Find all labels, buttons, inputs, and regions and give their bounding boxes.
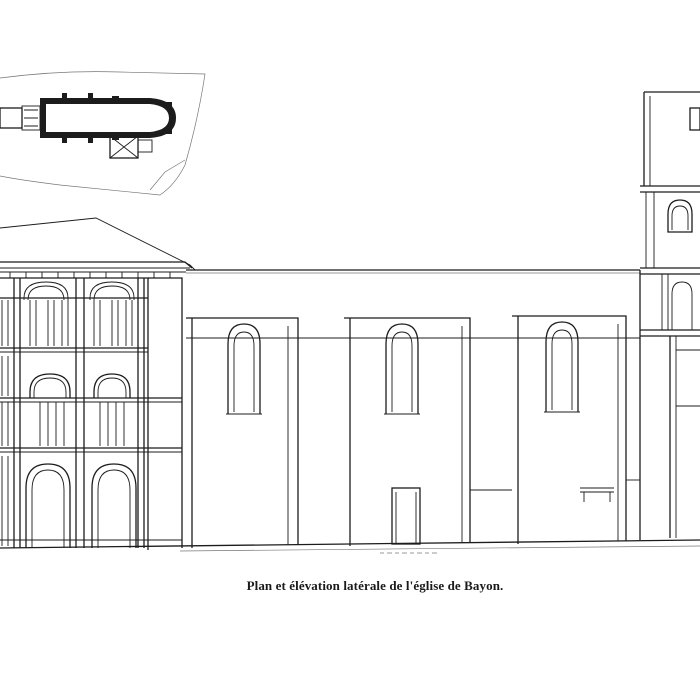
nave-window-1 bbox=[226, 323, 262, 415]
floor-plan bbox=[0, 71, 206, 196]
lateral-elevation bbox=[0, 91, 700, 554]
nave-window-3 bbox=[544, 321, 580, 413]
figure-caption: Plan et élévation latérale de l'église d… bbox=[246, 578, 504, 593]
bell-tower bbox=[639, 91, 700, 540]
wall-niche bbox=[580, 487, 614, 502]
west-front bbox=[0, 217, 196, 550]
middle-arcade bbox=[1, 356, 131, 446]
upper-arcade bbox=[1, 281, 135, 346]
ground-portals bbox=[0, 456, 182, 548]
side-door bbox=[391, 487, 421, 545]
nave bbox=[186, 269, 640, 548]
nave-window-2 bbox=[384, 323, 420, 415]
